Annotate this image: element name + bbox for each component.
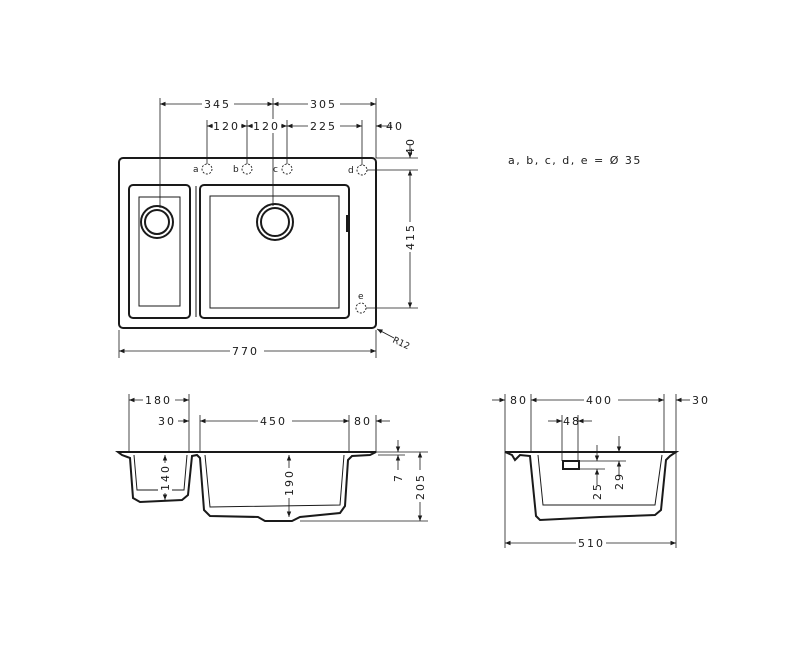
dim-80: 80: [354, 415, 372, 428]
dim-415: 415: [404, 223, 417, 250]
tap-hole-a: [201, 163, 213, 175]
dim-190: 190: [283, 469, 296, 496]
dim-120-a: 120: [213, 120, 240, 133]
dim-770: 770: [232, 345, 259, 358]
front-section-profile: [115, 451, 377, 522]
dim-40-vertical: 40: [404, 137, 417, 155]
tap-hole-b: [241, 163, 253, 175]
hole-label-c: c: [273, 165, 278, 175]
dim-225: 225: [310, 120, 337, 133]
overflow-icon: [562, 460, 580, 470]
dim-80-side: 80: [510, 394, 528, 407]
dim-48: 48: [563, 415, 581, 428]
dim-345: 345: [204, 98, 231, 111]
top-view: a b c d e 345 305 120 120 225 40: [118, 97, 418, 358]
dim-180: 180: [145, 394, 172, 407]
large-bowl-inner: [209, 195, 340, 309]
dim-510: 510: [578, 537, 605, 550]
dim-7: 7: [392, 473, 405, 482]
dim-25: 25: [591, 482, 604, 500]
side-section-profile: [504, 451, 680, 522]
small-bowl: [128, 184, 191, 319]
dim-radius-r12: R12: [391, 336, 411, 353]
dim-205: 205: [414, 473, 427, 500]
front-section-view: 180 30 450 80 7 205 140 190: [115, 393, 428, 522]
hole-label-b: b: [233, 165, 239, 175]
dim-400: 400: [586, 394, 613, 407]
dim-120-b: 120: [253, 120, 280, 133]
tap-hole-e: [355, 302, 367, 314]
dim-30-side: 30: [692, 394, 710, 407]
sink-outline: [118, 157, 377, 329]
dim-450: 450: [260, 415, 287, 428]
small-bowl-inner: [138, 196, 181, 307]
dim-29: 29: [613, 472, 626, 490]
tap-hole-d: [356, 164, 368, 176]
tap-hole-diameter-note: a, b, c, d, e = Ø 35: [508, 154, 642, 167]
dim-140: 140: [159, 464, 172, 491]
hole-label-a: a: [193, 165, 199, 175]
small-drain-icon: [140, 205, 174, 239]
side-section-view: 80 400 30 48 25 29 510: [492, 393, 710, 550]
dim-305: 305: [310, 98, 337, 111]
hole-label-d: d: [348, 166, 354, 176]
dim-40-horizontal: 40: [386, 120, 404, 133]
tap-hole-c: [281, 163, 293, 175]
large-drain-icon: [256, 203, 294, 241]
large-bowl: [199, 184, 350, 319]
hole-label-e: e: [358, 292, 364, 302]
dim-30: 30: [158, 415, 176, 428]
